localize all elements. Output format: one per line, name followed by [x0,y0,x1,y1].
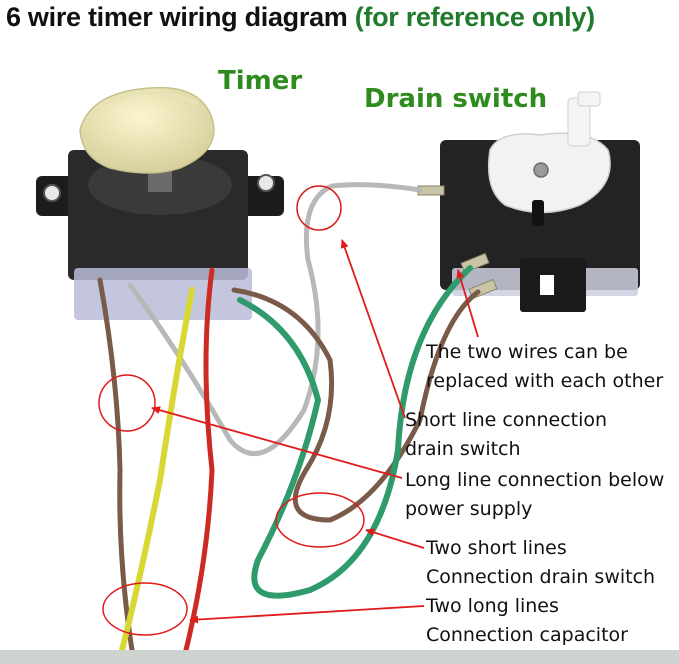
callout-arrow-two-short [365,528,425,549]
drain-switch-cam [487,132,611,214]
note-short-line-line-2: drain switch [405,438,521,460]
callout-arrow-two-long [189,605,425,624]
page-title: 6 wire timer wiring diagram (for referen… [6,2,595,33]
note-interchangeable-line-1: The two wires can be [426,341,628,363]
wire-red-long [183,267,215,653]
timer-mount-hole-left [43,184,61,202]
note-interchangeable: The two wires can be replaced with each … [426,338,663,396]
note-two-short: Two short lines Connection drain switch [426,534,655,592]
title-main: 6 wire timer wiring diagram [6,2,348,32]
note-long-line-line-1: Long line connection below [405,469,665,491]
drain-switch-label: Drain switch [364,84,548,114]
note-two-short-line-1: Two short lines [426,537,567,559]
drain-switch-post [532,200,544,226]
drain-switch-screw [533,162,549,178]
bottom-bar [0,650,679,664]
wires [97,182,481,653]
wire-brown-long [97,277,135,653]
callout-circle-long-lines [102,582,188,636]
timer-label: Timer [218,66,303,96]
wire-gray-short [127,182,423,457]
note-two-long-line-1: Two long lines [426,595,559,617]
note-two-long-line-2: Connection capacitor [426,624,628,646]
timer-mount-hole-right [257,174,275,192]
drain-switch-bracket-slot [540,275,554,295]
callout-arrow-long-line [151,406,403,479]
drain-switch-lever-tip [577,91,601,107]
wire-green-short [237,265,473,599]
note-long-line-line-2: power supply [405,498,533,520]
title-note: (for reference only) [354,2,595,32]
note-short-line-line-1: Short line connection [405,409,608,431]
note-short-line: Short line connection drain switch [405,406,607,464]
callout-circle-short-lines [275,492,365,548]
wire-yellow-long [119,287,195,653]
timer-knob-grip [103,90,199,106]
wire-brown-short [231,287,481,523]
timer-knob [79,86,215,174]
note-interchangeable-line-2: replaced with each other [426,370,664,392]
timer-unit [36,86,284,320]
callout-circle-brown-wire [98,374,156,432]
note-two-short-line-2: Connection drain switch [426,566,656,588]
note-long-line: Long line connection below power supply [405,466,664,524]
note-two-long: Two long lines Connection capacitor [426,592,628,650]
callout-arrow-short-line [340,239,406,419]
callout-circle-gray-wire [296,185,342,231]
callouts [98,185,479,636]
callout-arrow-terminals [456,269,479,338]
drain-switch-unit [417,91,640,312]
